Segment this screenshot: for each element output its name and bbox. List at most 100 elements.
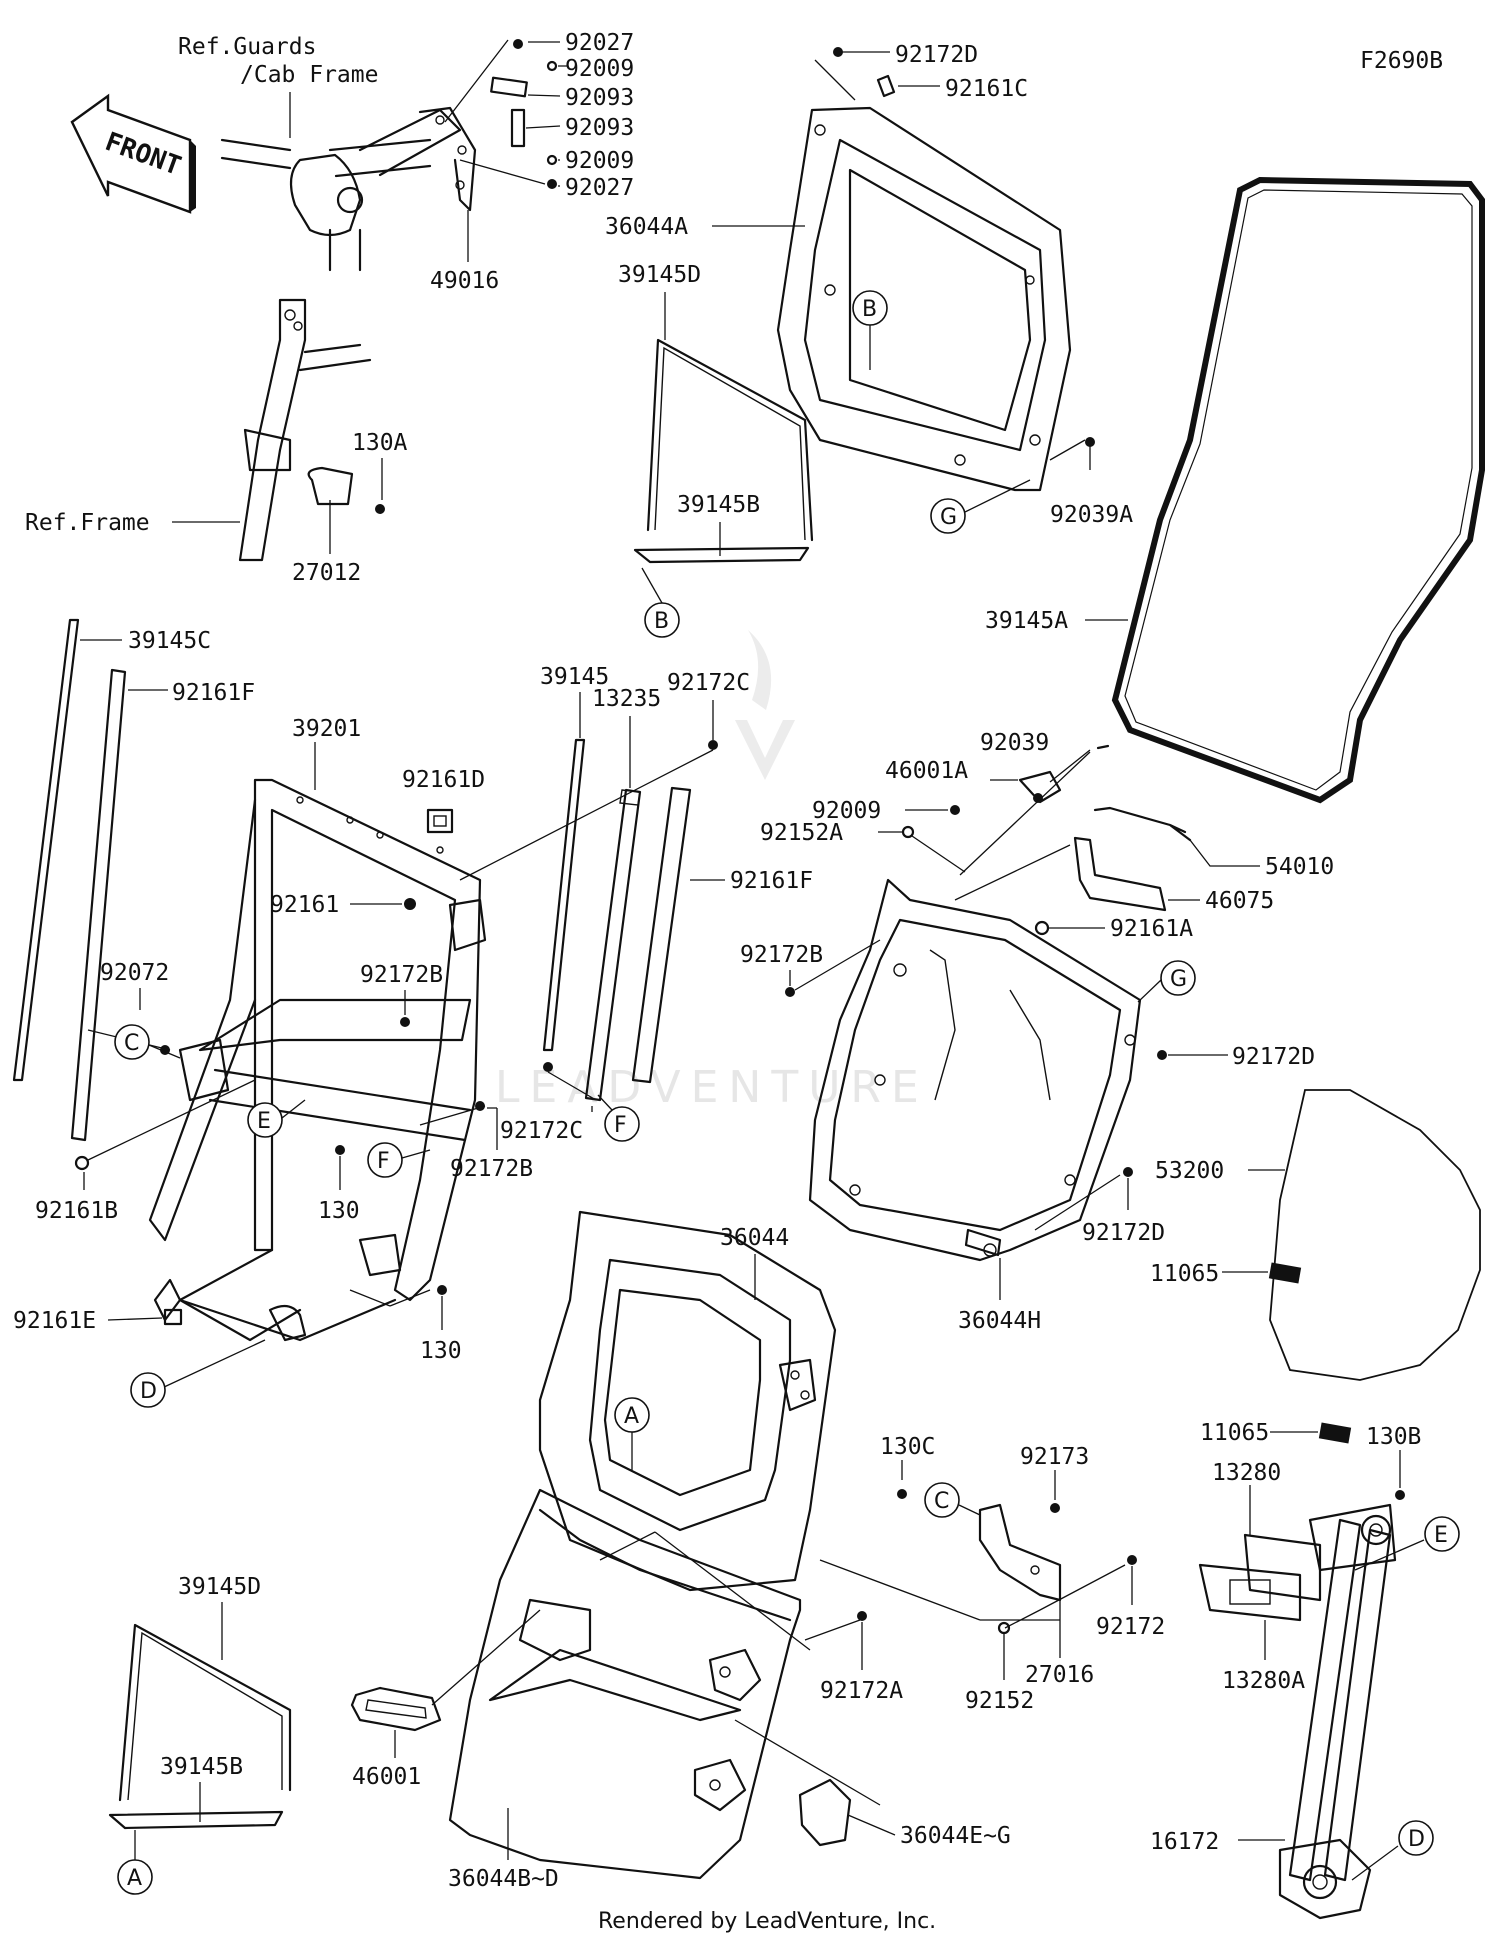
label-92161F-left: 92161F: [172, 680, 255, 706]
label-92072: 92072: [100, 960, 169, 986]
label-92161: 92161: [270, 892, 339, 918]
callout-D-left: D: [130, 1372, 166, 1408]
label-92161C: 92161C: [945, 76, 1028, 102]
svg-text:B: B: [862, 297, 877, 322]
label-36044A: 36044A: [605, 214, 688, 240]
watermark-text: LEADVENTURE: [495, 1062, 929, 1113]
label-92172A: 92172A: [820, 1678, 903, 1704]
callout-C-right: C: [924, 1482, 960, 1518]
label-92009-a: 92009: [565, 56, 634, 82]
seal-39145B-low: [108, 1810, 284, 1830]
label-36044H: 36044H: [958, 1308, 1041, 1334]
label-11065-b: 11065: [1200, 1420, 1269, 1446]
seal-39145-mid: [542, 738, 586, 1052]
label-130C: 130C: [880, 1434, 935, 1460]
label-13280A: 13280A: [1222, 1668, 1305, 1694]
cable-54010: [1093, 806, 1192, 842]
svg-text:C: C: [124, 1031, 139, 1056]
callout-A-low: A: [117, 1859, 153, 1895]
label-130-b: 130: [420, 1338, 462, 1364]
label-49016: 49016: [430, 268, 499, 294]
pad-92161D: [426, 808, 454, 834]
svg-text:E: E: [257, 1109, 271, 1134]
handle-46001: [350, 1686, 442, 1732]
strip-92161F-left: [70, 668, 127, 1142]
label-46075: 46075: [1205, 888, 1274, 914]
label-39145B-low: 39145B: [160, 1754, 243, 1780]
window-regulator-16172: [1278, 1503, 1397, 1920]
svg-text:C: C: [934, 1489, 949, 1514]
lower-door-panel: [448, 1488, 802, 1880]
label-27012: 27012: [292, 560, 361, 586]
label-92161A: 92161A: [1110, 916, 1193, 942]
label-36044B-D: 36044B~D: [448, 1866, 559, 1892]
svg-text:D: D: [1408, 1827, 1425, 1852]
svg-text:G: G: [940, 505, 957, 530]
seal-39145D-top: [646, 338, 814, 542]
callout-D-right: D: [1398, 1820, 1434, 1856]
seal-39145D-low: [118, 1623, 292, 1802]
label-92161E: 92161E: [13, 1308, 96, 1334]
door-frame-39201: [148, 778, 487, 1342]
ref-frame-label: Ref.Frame: [25, 510, 150, 536]
window-glass-53200: [1269, 1089, 1481, 1381]
label-130A: 130A: [352, 430, 408, 456]
callout-A-door: A: [614, 1397, 650, 1433]
label-13235: 13235: [592, 686, 661, 712]
front-arrow-icon: FRONT: [70, 93, 196, 214]
cap-36044E-G: [798, 1778, 852, 1847]
label-39201: 39201: [292, 716, 361, 742]
label-130-a: 130: [318, 1198, 360, 1224]
label-92093-b: 92093: [565, 115, 634, 141]
svg-text:E: E: [1434, 1523, 1448, 1548]
bracket-46075: [1073, 836, 1167, 912]
label-39145D-top: 39145D: [618, 262, 701, 288]
label-92173: 92173: [1020, 1444, 1089, 1470]
label-92172: 92172: [1096, 1614, 1165, 1640]
svg-text:A: A: [127, 1866, 142, 1891]
label-39145C: 39145C: [128, 628, 211, 654]
svg-text:F: F: [614, 1113, 627, 1138]
footer-credit: Rendered by LeadVenture, Inc.: [598, 1909, 936, 1934]
label-92027-a: 92027: [565, 30, 634, 56]
label-92161B: 92161B: [35, 1198, 118, 1224]
plate-13280A: [1198, 1563, 1302, 1622]
label-13280: 13280: [1212, 1460, 1281, 1486]
ref-guards-label: Ref.Guards: [178, 34, 316, 60]
label-92039A: 92039A: [1050, 502, 1133, 528]
bracket-27016: [978, 1503, 1062, 1602]
label-92172D-top: 92172D: [895, 42, 978, 68]
label-92161D: 92161D: [402, 767, 485, 793]
seal-39145A: [1111, 176, 1485, 804]
label-92027-b: 92027: [565, 175, 634, 201]
strip-13235: [584, 788, 642, 1102]
label-39145D-low: 39145D: [178, 1574, 261, 1600]
label-92093-a: 92093: [565, 85, 634, 111]
label-92039: 92039: [980, 730, 1049, 756]
callout-B-low: B: [644, 602, 680, 638]
callout-G-top: G: [930, 498, 966, 534]
label-16172: 16172: [1150, 1829, 1219, 1855]
label-92152: 92152: [965, 1688, 1034, 1714]
callout-B-top: B: [852, 290, 888, 326]
cab-frame-hinge: [220, 106, 477, 272]
svg-text:D: D: [140, 1379, 157, 1404]
strip-92161F-mid: [631, 786, 692, 1084]
label-92009-c: 92009: [812, 798, 881, 824]
callout-E-right: E: [1424, 1516, 1460, 1552]
callout-C-left: C: [114, 1024, 150, 1060]
inner-door-panel: [808, 878, 1142, 1262]
label-11065-a: 11065: [1150, 1261, 1219, 1287]
label-92172C-left: 92172C: [500, 1118, 583, 1144]
label-92009-b: 92009: [565, 148, 634, 174]
label-92152A: 92152A: [760, 820, 843, 846]
label-39145: 39145: [540, 664, 609, 690]
ref-frame-bracket: [238, 298, 385, 562]
label-130B: 130B: [1366, 1424, 1421, 1450]
label-36044E-G: 36044E~G: [900, 1823, 1011, 1849]
callout-F-mid: F: [604, 1106, 640, 1142]
seal-39145C: [12, 618, 80, 1082]
label-46001: 46001: [352, 1764, 421, 1790]
svg-text:A: A: [624, 1404, 639, 1429]
label-39145B-top: 39145B: [677, 492, 760, 518]
